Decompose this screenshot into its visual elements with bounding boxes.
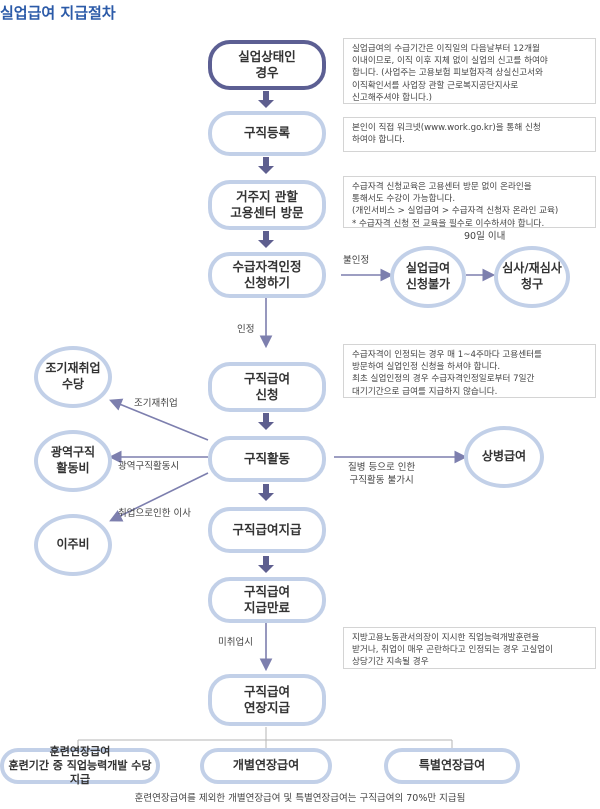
down-arrow — [258, 556, 274, 573]
step-unemployed: 실업상태인 경우 — [208, 40, 326, 90]
individual-extension-node: 개별연장급여 — [200, 748, 332, 784]
note-unemployed: 실업급여의 수급기간은 이직일의 다음날부터 12개월 이내이므로, 이직 이후… — [343, 38, 596, 104]
down-arrow — [258, 484, 274, 501]
special-extension-node: 특별연장급여 — [384, 748, 520, 784]
regional-activity-circle: 광역구직 활동비 — [34, 430, 112, 492]
step-payment: 구직급여지급 — [208, 507, 326, 553]
step-extend: 구직급여 연장지급 — [208, 674, 326, 726]
step-jobsearch: 구직활동 — [208, 436, 326, 482]
early-reemployment-circle: 조기재취업 수당 — [34, 346, 112, 408]
relocation-connector — [109, 472, 209, 522]
down-arrow — [258, 413, 274, 430]
note-claim: 수급자격이 인정되는 경우 매 1~4주마다 고용센터를 방문하여 실업인정 신… — [343, 344, 596, 398]
training-extension-node: 훈련연장급여 훈련기간 중 직업능력개발 수당지급 — [0, 745, 160, 786]
label-within-90-days: 90일 이내 — [464, 231, 506, 242]
label-not-employed: 미취업시 — [218, 637, 253, 648]
note-register: 본인이 직접 워크넷(www.work.go.kr)을 통해 신청 하여야 합니… — [343, 117, 596, 152]
sick-benefit-circle: 상병급여 — [464, 426, 544, 488]
branch-lines — [77, 727, 453, 748]
step-apply: 수급자격인정 신청하기 — [208, 252, 326, 298]
footnote: 훈련연장급여를 제외한 개별연장급여 및 특별연장급여는 구직급여의 70%만 … — [134, 793, 466, 804]
relocation-circle: 이주비 — [34, 514, 112, 576]
step-claim: 구직급여 신청 — [208, 362, 326, 412]
down-arrow — [258, 157, 274, 174]
label-approved: 인정 — [237, 324, 255, 335]
note-visit: 수급자격 신청교육은 고용센터 방문 없이 온라인을 통해서도 수강이 가능합니… — [343, 176, 596, 229]
label-regional-activity: 광역구직활동시 — [118, 461, 180, 472]
step-end: 구직급여 지급만료 — [208, 577, 326, 623]
label-early-reemploy: 조기재취업 — [134, 398, 178, 409]
step-visit: 거주지 관할 고용센터 방문 — [208, 180, 326, 230]
early-connector — [109, 398, 209, 441]
label-move: 취업으로인한 이사 — [118, 508, 191, 519]
down-arrow — [258, 91, 274, 108]
down-arrow — [258, 231, 274, 248]
page-title: 실업급여 지급절차 — [0, 4, 116, 22]
label-rejected: 불인정 — [343, 255, 370, 266]
label-sick-reason: 질병 등으로 인한 구직활동 불가시 — [348, 462, 416, 486]
note-extension: 지방고용노동관서의장이 지시한 직업능력개발훈련을 받거나, 취업이 매우 곤란… — [343, 627, 596, 669]
ineligible-circle: 실업급여 신청불가 — [390, 246, 466, 308]
appeal-circle: 심사/재심사 청구 — [494, 246, 570, 308]
step-register: 구직등록 — [208, 111, 326, 156]
